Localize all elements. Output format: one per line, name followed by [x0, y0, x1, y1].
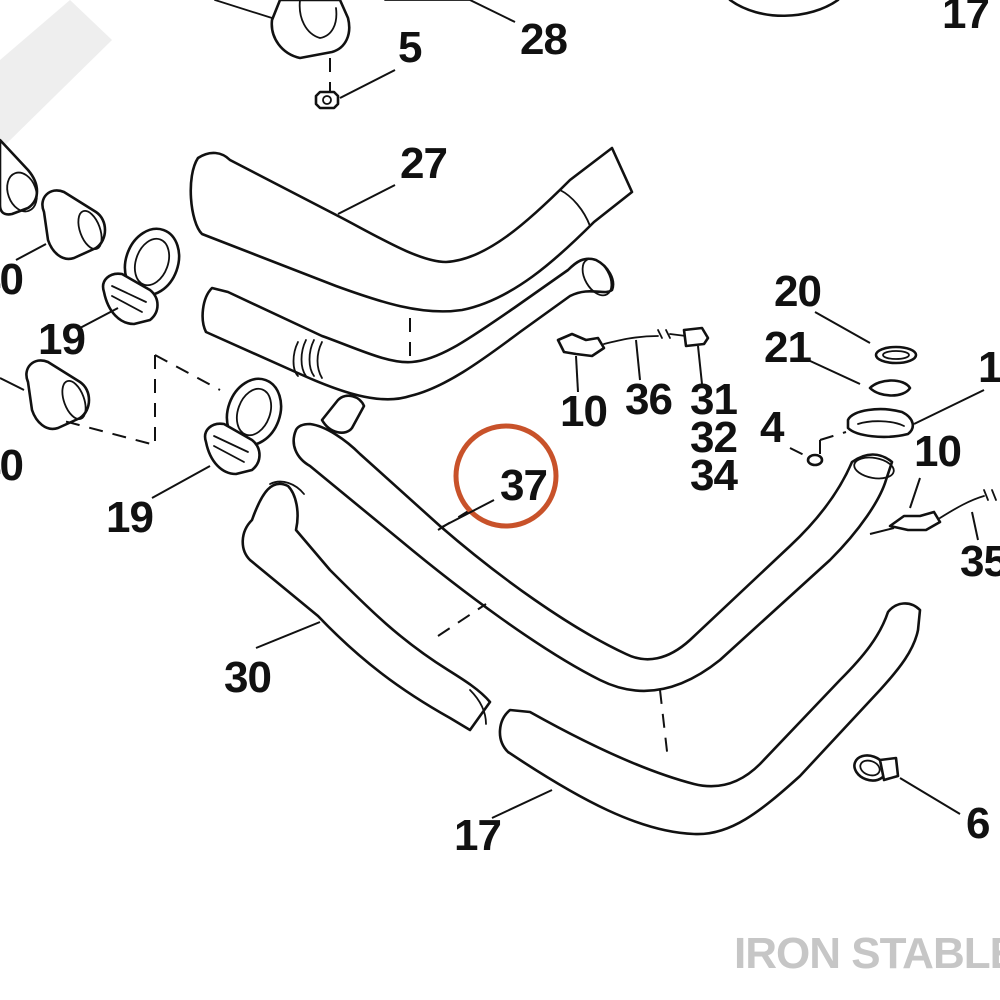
- upper-sleeve-part: [41, 189, 107, 261]
- callout-19-lower: 19: [106, 493, 153, 542]
- lower-clamp-part: [203, 377, 283, 476]
- callout-31: 31: [690, 375, 737, 424]
- main-header-pipe-part: [292, 394, 895, 693]
- callout-27: 27: [400, 139, 447, 188]
- callout-36: 36: [625, 375, 672, 424]
- callout-5: 5: [398, 23, 422, 72]
- callout-21: 21: [764, 323, 811, 372]
- hose-clamp-part: [853, 754, 900, 782]
- upper-inlet-part: [0, 138, 39, 216]
- callout-4: 4: [760, 403, 785, 452]
- flange-part: [846, 407, 915, 439]
- retaining-ring-part: [868, 379, 912, 397]
- nut-part: [314, 90, 340, 110]
- callout-35: 35: [960, 537, 1000, 586]
- top-clamp-part: [214, 0, 471, 92]
- watermark-stripe: [0, 0, 112, 150]
- callout-34: 34: [690, 451, 738, 500]
- crossover-pipe-part: [241, 480, 492, 732]
- lower-sleeve-part: [25, 359, 91, 431]
- o2-sensor-front-part: [888, 489, 997, 532]
- highlight-leader: [439, 499, 495, 529]
- callout-19-upper: 19: [38, 315, 85, 364]
- callout-10-rear: 10: [560, 387, 607, 436]
- o2-sensor-rear-part: [556, 326, 710, 358]
- callout-18: 18: [978, 343, 1000, 392]
- callout-40-upper: 40: [0, 255, 23, 304]
- gasket-ring-part: [874, 345, 918, 365]
- callout-10-front: 10: [914, 427, 961, 476]
- callout-37: 37: [500, 461, 547, 510]
- highlight-circle: [453, 423, 559, 529]
- callout-30: 30: [224, 653, 271, 702]
- small-nut-part: [806, 453, 824, 467]
- watermark-text: IRON STABLE: [734, 929, 1000, 978]
- callout-6: 6: [966, 799, 989, 848]
- callout-32: 32: [690, 413, 737, 462]
- callout-17-top: 17: [942, 0, 989, 38]
- callout-17: 17: [454, 811, 501, 860]
- upper-clamp-part: [101, 227, 181, 326]
- front-header-pipe-part: [201, 257, 615, 401]
- callout-40-lower: 40: [0, 441, 23, 490]
- lower-pipe-part: [498, 602, 922, 836]
- rear-header-pipe-part: [189, 146, 634, 370]
- callout-20: 20: [774, 267, 821, 316]
- callout-28: 28: [520, 15, 567, 64]
